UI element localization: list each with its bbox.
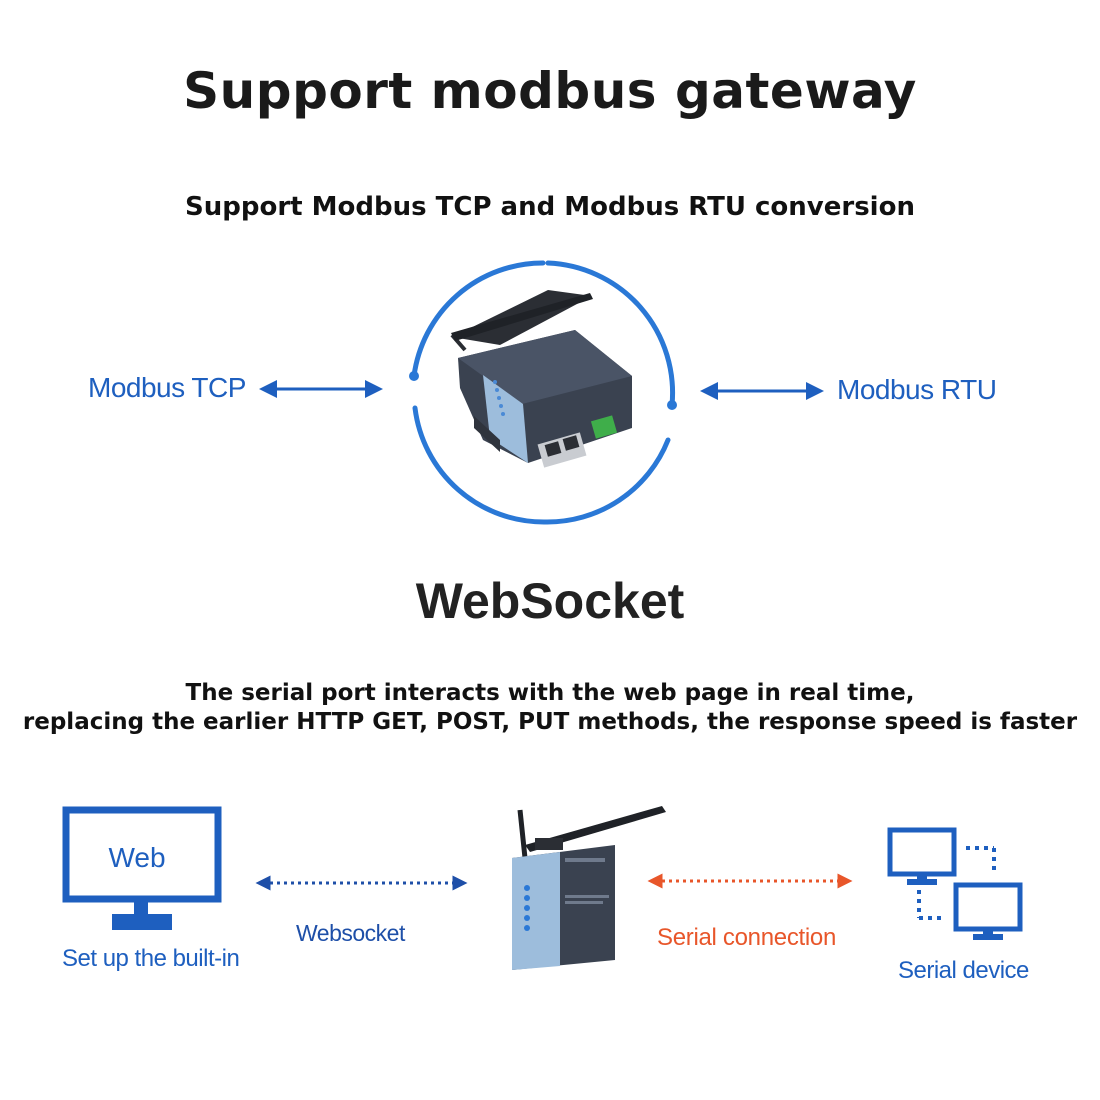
serial-device-caption: Serial device (898, 957, 1029, 984)
monitor-caption: Set up the built-in (62, 945, 240, 972)
serial-device-icon (887, 827, 1023, 940)
websocket-link-label: Websocket (296, 920, 405, 946)
websocket-description-line2: replacing the earlier HTTP GET, POST, PU… (22, 709, 1078, 735)
gateway-device-icon (450, 290, 632, 468)
websocket-title: WebSocket (415, 573, 685, 629)
web-monitor-text: Web (108, 842, 165, 873)
modbus-tcp-label: Modbus TCP (88, 372, 246, 403)
serial-gateway-device-icon (512, 806, 666, 970)
circle-arcs (409, 260, 677, 525)
page-title: Support modbus gateway (183, 62, 917, 120)
websocket-description-line1: The serial port interacts with the web p… (185, 680, 915, 706)
web-monitor-icon (62, 806, 222, 930)
section-subtitle: Support Modbus TCP and Modbus RTU conver… (185, 192, 915, 222)
modbus-rtu-label: Modbus RTU (837, 374, 997, 405)
serial-connection-label: Serial connection (657, 924, 837, 951)
